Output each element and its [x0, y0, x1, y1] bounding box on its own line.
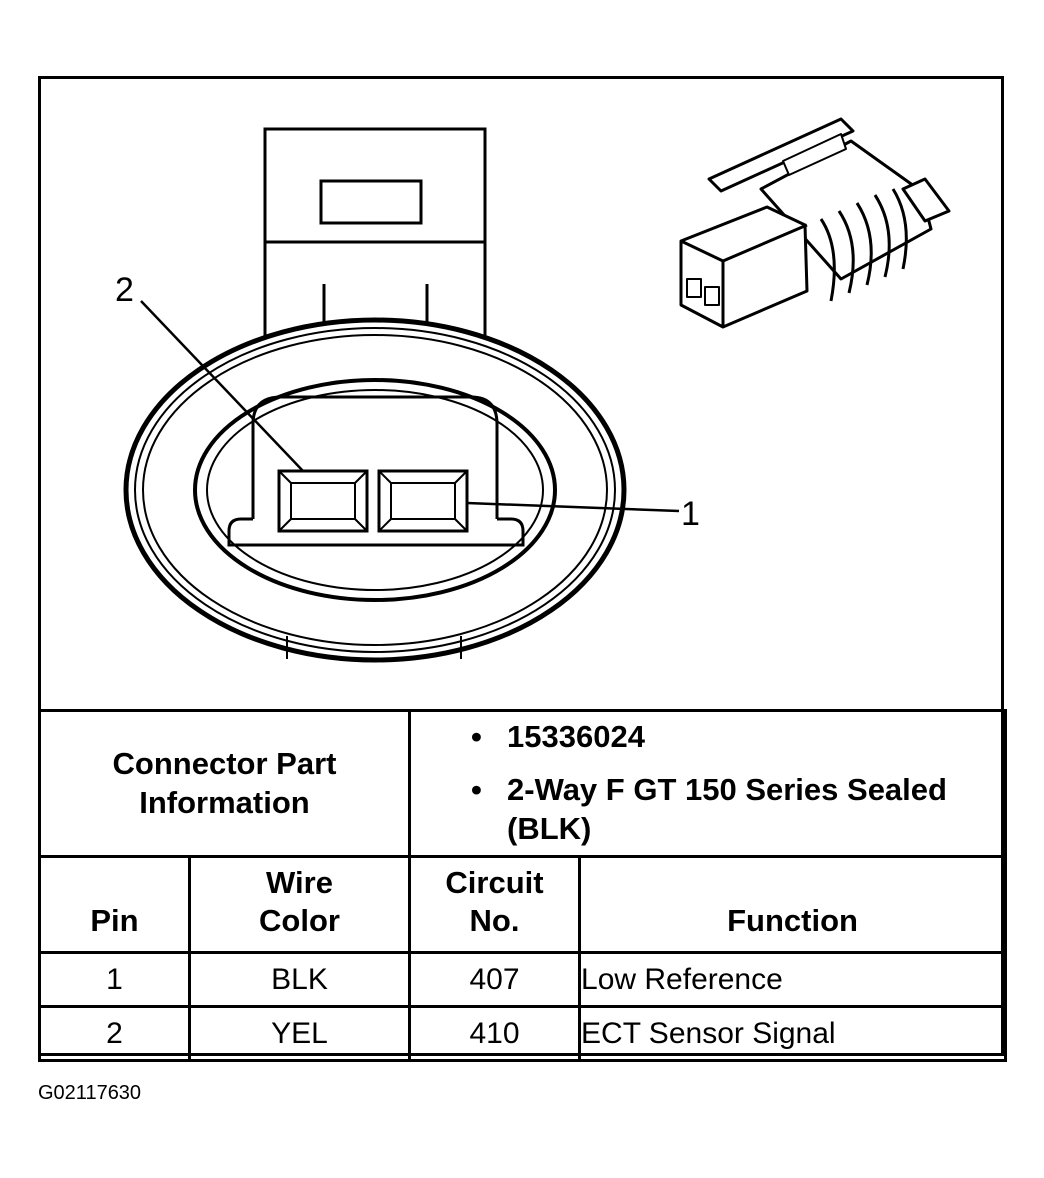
pin-2-terminal: [277, 469, 369, 533]
col-function: Function: [578, 855, 1008, 954]
part-info-header-line-1: Connector Part: [112, 745, 337, 781]
col-circuit-line-2: No.: [469, 903, 520, 939]
wire-color: BLK: [187, 951, 412, 1008]
circuit-number: 410: [408, 1005, 582, 1062]
col-wire-color-line-2: Color: [259, 903, 340, 939]
part-info-header-line-2: Information: [139, 784, 310, 820]
pin-number: 1: [38, 951, 191, 1008]
connector-drawing: 2 1: [41, 79, 1001, 709]
table-row: 1 BLK 407 Low Reference: [38, 951, 1008, 1008]
pin-2-leader: [140, 300, 304, 472]
figure-id: G02117630: [38, 1082, 142, 1104]
diagram-frame: 2 1: [37, 76, 1008, 1062]
pin-1-terminal: [377, 469, 469, 533]
part-info-row: Connector Part Information 15336024 2-Wa…: [37, 709, 1008, 858]
terminal-cavity: [227, 395, 525, 547]
connector-info-table: Connector Part Information 15336024 2-Wa…: [37, 709, 1008, 1062]
pin-function: ECT Sensor Signal: [578, 1005, 1008, 1062]
pin-2-callout: 2: [115, 271, 134, 309]
wire-color: YEL: [187, 1005, 412, 1062]
part-info-details: 15336024 2-Way F GT 150 Series Sealed (B…: [408, 709, 1008, 858]
circuit-number: 407: [408, 951, 582, 1008]
part-number: 15336024: [471, 718, 1004, 757]
col-circuit: Circuit No.: [408, 855, 582, 954]
pin-1-leader: [466, 501, 680, 513]
col-pin: Pin: [38, 855, 191, 954]
connector-housing: [123, 317, 627, 663]
pin-table-header-row: Pin Wire Color Circuit No. Function: [38, 855, 1008, 954]
connector-face-view: 2 1: [115, 117, 951, 663]
connector-description: 2-Way F GT 150 Series Sealed (BLK): [471, 771, 1004, 849]
col-wire-color-line-1: Wire: [266, 864, 333, 900]
connector-isometric-view: [679, 117, 951, 329]
col-circuit-line-1: Circuit: [445, 864, 544, 900]
pin-number: 2: [38, 1005, 191, 1062]
pin-1-callout: 1: [681, 495, 700, 533]
table-row: 2 YEL 410 ECT Sensor Signal: [38, 1005, 1008, 1062]
pin-function: Low Reference: [578, 951, 1008, 1008]
col-wire-color: Wire Color: [187, 855, 412, 954]
connector-latch: [263, 127, 487, 341]
part-info-header: Connector Part Information: [37, 709, 412, 858]
